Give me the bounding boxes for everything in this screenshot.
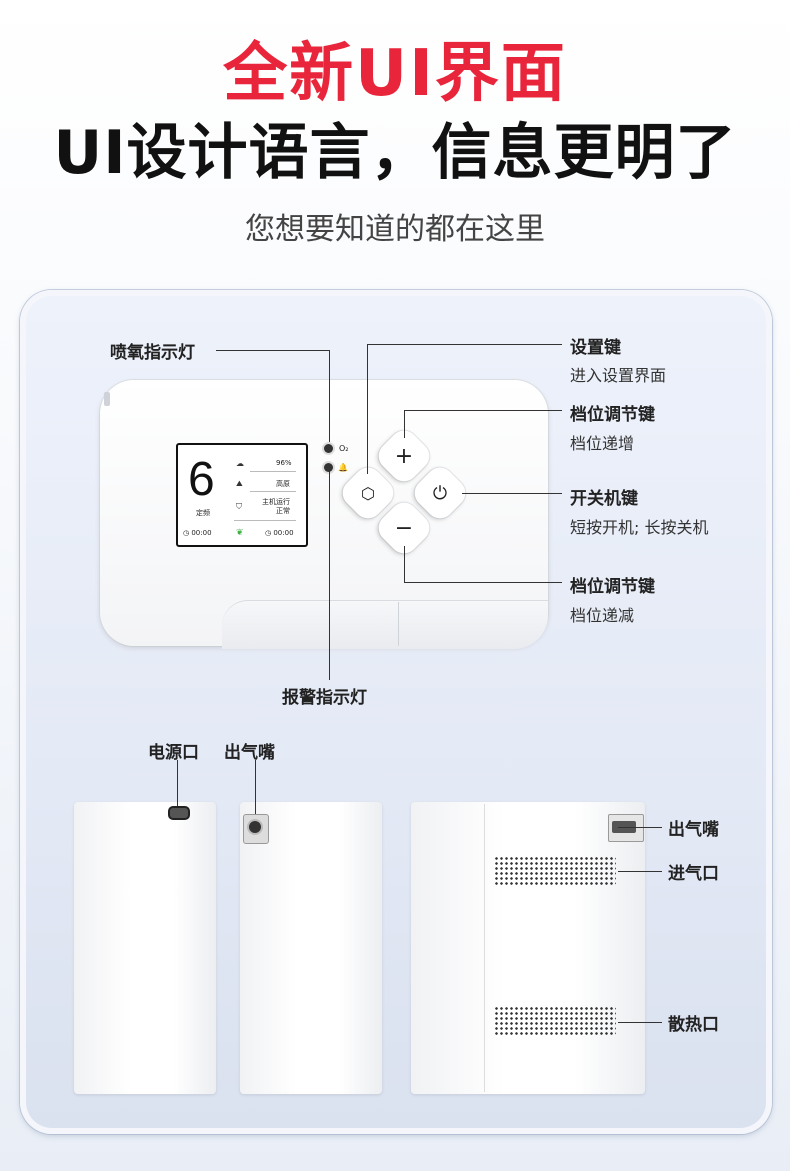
callout-line-settings — [367, 344, 368, 474]
headline-red: 全新UI界面 — [223, 37, 567, 111]
callout-line-power — [462, 493, 562, 494]
callout-line-gear-up — [404, 410, 405, 438]
device-outlet-view — [240, 802, 382, 1094]
status-line1: 主机运行 — [262, 498, 290, 506]
label-alarm-led: 报警指示灯 — [282, 688, 367, 708]
callout-line-outlet-side — [618, 827, 662, 828]
callout-line-outlet-top — [255, 760, 256, 814]
label-outlet-top: 出气嘴 — [224, 743, 275, 763]
callout-line-power-port — [177, 760, 178, 806]
screen-divider — [250, 471, 296, 472]
mountain-icon: ⛰ — [236, 479, 243, 488]
leaf-icon: ❦ — [236, 528, 244, 538]
callout-line-spray — [216, 350, 330, 351]
settings-key[interactable]: ⬡ — [361, 483, 375, 503]
label-gear-up-key: 档位调节键 — [570, 405, 655, 425]
callout-line-gear-up — [404, 410, 562, 411]
device-back-view — [74, 802, 216, 1094]
lcd-screen — [176, 443, 308, 547]
callout-line-heat-vent — [618, 1022, 662, 1023]
bell-icon: 🔔 — [338, 463, 348, 472]
callout-line-gear-down — [404, 582, 562, 583]
callout-line-air-inlet — [618, 871, 662, 872]
clock-icon: ◷ — [183, 529, 192, 537]
label-gear-down-desc: 档位递减 — [570, 606, 635, 625]
device-bottom-tray — [222, 600, 548, 649]
altitude-mode: 高原 — [276, 480, 290, 488]
label-power-port: 电源口 — [148, 743, 199, 763]
o2-label: O₂ — [339, 444, 349, 453]
timer-right: ◷ 00:00 — [265, 530, 294, 537]
device-side-view — [411, 802, 645, 1094]
label-power-key: 开关机键 — [570, 489, 638, 509]
mode-label: 定频 — [196, 509, 210, 517]
label-power-desc: 短按开机; 长按关机 — [570, 518, 709, 537]
label-outlet-side: 出气嘴 — [668, 820, 719, 840]
device-slit — [398, 602, 399, 646]
label-gear-down-key: 档位调节键 — [570, 577, 655, 597]
power-key[interactable]: ⏻ — [432, 482, 448, 504]
headline-black: UI设计语言，信息更明了 — [53, 118, 737, 188]
cloud-icon: ☁ — [236, 459, 244, 468]
timer-left-value: 00:00 — [191, 529, 212, 537]
oxygen-percent: 96% — [276, 459, 292, 467]
label-gear-up-desc: 档位递增 — [570, 434, 635, 453]
alarm-led — [324, 463, 333, 472]
clock-icon: ◷ — [265, 529, 274, 537]
screen-divider — [250, 491, 296, 492]
callout-line-gear-down — [404, 546, 405, 582]
callout-line-alarm — [329, 470, 330, 680]
heat-vent-grille — [494, 1006, 616, 1036]
air-inlet-grille — [494, 856, 616, 886]
callout-line-spray — [329, 350, 330, 442]
gear-up-key[interactable]: + — [394, 443, 414, 469]
label-settings-key: 设置键 — [570, 338, 621, 358]
timer-right-value: 00:00 — [273, 529, 294, 537]
gear-down-key[interactable]: − — [394, 515, 414, 541]
usb-c-port — [168, 806, 190, 820]
shield-icon: ⛉ — [236, 502, 242, 511]
timer-left: ◷ 00:00 — [183, 530, 212, 537]
screen-divider — [234, 520, 296, 521]
gear-number: 6 — [188, 453, 215, 506]
spray-led — [324, 444, 333, 453]
side-seam — [484, 804, 485, 1092]
subtitle: 您想要知道的都在这里 — [245, 212, 545, 247]
label-heat-vent: 散热口 — [668, 1015, 719, 1035]
label-settings-desc: 进入设置界面 — [570, 366, 667, 385]
outlet-hole — [249, 821, 261, 833]
callout-line-settings — [367, 344, 562, 345]
device-side-tab — [104, 392, 110, 406]
label-spray-led: 喷氧指示灯 — [110, 343, 195, 363]
status-line2: 正常 — [276, 507, 290, 515]
label-air-inlet: 进气口 — [668, 864, 719, 884]
